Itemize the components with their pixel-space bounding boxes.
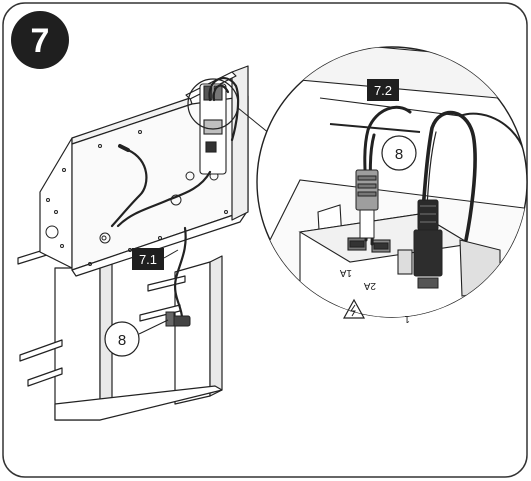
circle-8-main: 8 xyxy=(118,332,126,349)
cables xyxy=(110,77,240,320)
callout-7-1: 7.1 xyxy=(132,248,164,270)
power-plug xyxy=(413,199,443,289)
plug-connector xyxy=(165,311,191,327)
callout-8-zoom: 8 xyxy=(381,135,417,171)
port-label-1: 1 xyxy=(404,313,410,324)
network-plug xyxy=(355,169,379,239)
callout-8-main: 8 xyxy=(104,321,140,357)
port-label-1a: 1A xyxy=(339,267,352,278)
zoom-target-circle xyxy=(187,78,239,130)
callout-7-2: 7.2 xyxy=(367,79,399,101)
label-7-2: 7.2 xyxy=(374,83,392,98)
step-number: 7 xyxy=(31,22,50,60)
electrical-hazard-icon xyxy=(342,298,366,319)
port-label-2a: 2A xyxy=(363,280,376,291)
label-7-1: 7.1 xyxy=(139,252,157,267)
circle-8-zoom: 8 xyxy=(395,146,403,163)
step-badge: 7 xyxy=(11,11,69,69)
